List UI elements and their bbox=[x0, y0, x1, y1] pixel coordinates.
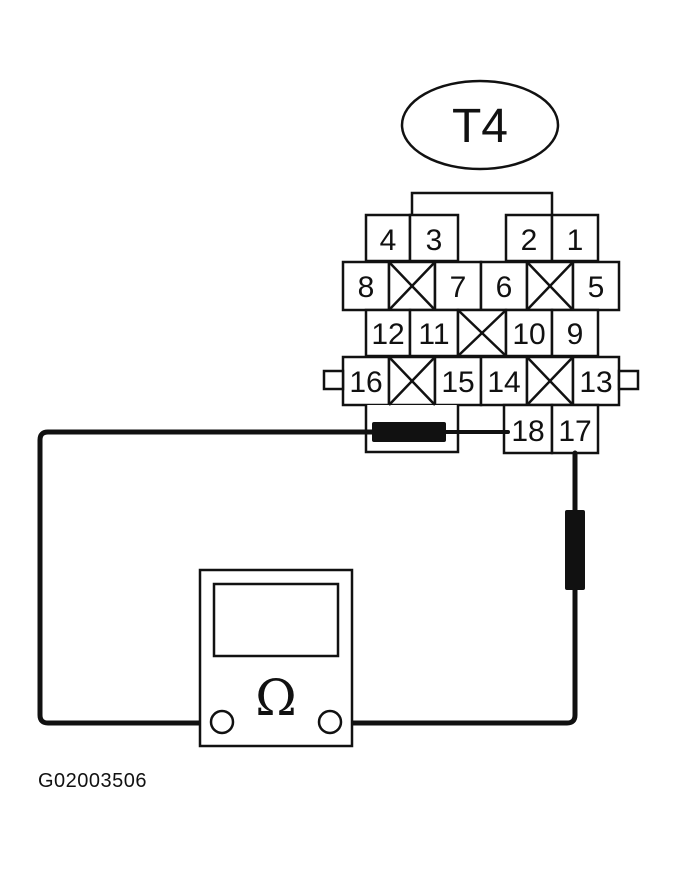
pin-label-8: 8 bbox=[358, 271, 375, 304]
cross-8-7-b bbox=[388, 261, 436, 311]
probe-left bbox=[372, 422, 446, 442]
pin-label-3: 3 bbox=[426, 224, 443, 257]
pin-label-5: 5 bbox=[588, 271, 605, 304]
lead-left-wire bbox=[37, 429, 375, 726]
ohmmeter-terminal-left bbox=[209, 709, 235, 735]
pin-label-17: 17 bbox=[558, 415, 591, 448]
figure-id: G02003506 bbox=[38, 770, 148, 792]
ohmmeter-icon: Ω bbox=[255, 669, 296, 727]
cross-14-13-b bbox=[526, 356, 574, 406]
connector-tab-left bbox=[322, 369, 345, 391]
pin-labels: 4 3 2 1 8 7 6 5 12 11 10 9 16 15 14 13 1… bbox=[349, 224, 612, 448]
connector-tab-right bbox=[617, 369, 640, 391]
connector-label-ellipse bbox=[400, 79, 560, 171]
pin-label-15: 15 bbox=[441, 366, 474, 399]
pin-label-14: 14 bbox=[487, 366, 520, 399]
pin-label-7: 7 bbox=[450, 271, 467, 304]
cross-16-15-b bbox=[388, 356, 436, 406]
pin-label-2: 2 bbox=[521, 224, 538, 257]
pin-cell-2 bbox=[504, 213, 554, 263]
pin-label-16: 16 bbox=[349, 366, 382, 399]
connector-label: T4 bbox=[400, 79, 560, 171]
pin-cell-5 bbox=[571, 260, 621, 312]
pin-label-12: 12 bbox=[371, 318, 404, 351]
pin-label-18: 18 bbox=[511, 415, 544, 448]
pin-label-11: 11 bbox=[418, 318, 449, 351]
pin-cell-4 bbox=[364, 213, 412, 263]
cross-11-10-b bbox=[457, 309, 507, 357]
empty-cavity-marks bbox=[388, 261, 574, 406]
ohmmeter: Ω bbox=[198, 568, 354, 748]
pin-label-10: 10 bbox=[512, 318, 545, 351]
pin-label-13: 13 bbox=[579, 366, 612, 399]
pin-label-1: 1 bbox=[567, 224, 584, 257]
connector-label-text: T4 bbox=[452, 100, 508, 153]
cross-6-5-b bbox=[526, 261, 574, 311]
ohmmeter-display bbox=[212, 582, 340, 658]
lead-right-wire bbox=[339, 450, 578, 726]
pin-label-6: 6 bbox=[496, 271, 513, 304]
pin-cell-14 bbox=[479, 355, 529, 407]
probe-right bbox=[565, 510, 585, 590]
pin-cell-12 bbox=[364, 308, 412, 358]
pin-label-4: 4 bbox=[380, 224, 397, 257]
test-leads bbox=[37, 429, 578, 726]
pin-label-9: 9 bbox=[567, 318, 584, 351]
ohmmeter-terminal-right bbox=[317, 709, 343, 735]
